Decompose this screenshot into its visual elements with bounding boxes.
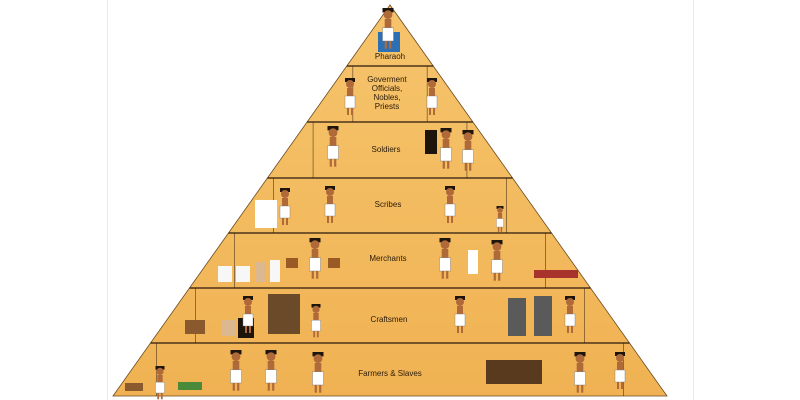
pyramid-body <box>112 4 668 397</box>
pot-shape <box>222 320 236 336</box>
official-figure <box>344 78 356 115</box>
cloth-bundle-shape <box>534 270 578 278</box>
soldier-archer-figure <box>327 126 339 167</box>
scribe-figure <box>324 186 336 223</box>
craftsman-figure <box>242 296 254 333</box>
tier-dividers <box>150 65 630 396</box>
jar-shape <box>270 260 280 282</box>
statue-shape <box>534 296 552 336</box>
crop-shape <box>178 382 202 390</box>
merchant-figure <box>439 238 451 279</box>
ox-team-shape <box>486 360 542 384</box>
plowman-figure <box>574 352 586 393</box>
basket-shape <box>286 258 298 268</box>
farmer-woman-figure <box>265 350 277 391</box>
weaver-figure <box>311 304 321 338</box>
jar-shape <box>256 262 266 282</box>
soldier-figure <box>440 128 452 169</box>
seated-scribe-figure <box>496 206 504 232</box>
farmer-figure <box>312 352 324 393</box>
pot-shape <box>236 266 250 282</box>
scribe-desk-shape <box>255 200 277 228</box>
soldier-figure <box>462 130 474 171</box>
priest-figure <box>426 78 438 115</box>
crate-shape <box>185 320 205 334</box>
basket-shape <box>125 383 143 391</box>
sack-shape <box>468 250 478 274</box>
loom-frame-shape <box>268 294 300 334</box>
merchant-figure <box>309 238 321 279</box>
basket-shape <box>328 258 340 268</box>
pot-shape <box>218 266 232 282</box>
merchant-figure <box>491 240 503 281</box>
pharaoh-figure <box>382 8 394 49</box>
farmer-figure <box>230 350 242 391</box>
statue-shape <box>508 298 526 336</box>
left-frame-line <box>107 0 108 400</box>
figures <box>125 8 626 400</box>
right-frame-line <box>693 0 694 400</box>
scribe-figure <box>279 188 291 225</box>
sculptor-figure <box>564 296 576 333</box>
scribe-figure <box>444 186 456 223</box>
farmer-figure <box>155 366 165 400</box>
craftsman-figure <box>454 296 466 333</box>
farmer-figure <box>614 352 626 389</box>
shield-shape <box>425 130 437 154</box>
